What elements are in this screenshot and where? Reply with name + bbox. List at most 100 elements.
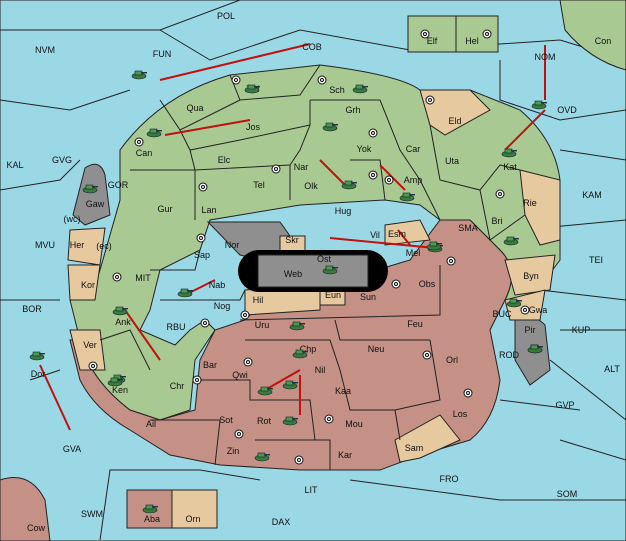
sea-label-12: MIT bbox=[135, 273, 151, 283]
army-icon[interactable] bbox=[107, 377, 123, 387]
land-label-bri: Bri bbox=[492, 216, 503, 226]
army-icon[interactable] bbox=[527, 344, 543, 354]
army-icon[interactable] bbox=[352, 84, 368, 94]
army-icon[interactable] bbox=[29, 351, 45, 361]
army-icon[interactable] bbox=[399, 192, 415, 202]
army-icon[interactable] bbox=[282, 416, 298, 426]
sea-label-1: NVM bbox=[35, 45, 55, 55]
land-label-gaw: Gaw bbox=[86, 199, 105, 209]
sea-label-7: KAL bbox=[6, 160, 23, 170]
army-icon[interactable] bbox=[257, 386, 273, 396]
land-label-mel: Mel bbox=[406, 248, 421, 258]
land-esm[interactable] bbox=[384, 219, 431, 246]
army-icon[interactable] bbox=[131, 70, 147, 80]
army-icon[interactable] bbox=[177, 288, 193, 298]
supply-center-dot bbox=[428, 98, 432, 102]
land-label-los: Los bbox=[453, 409, 468, 419]
army-icon[interactable] bbox=[142, 504, 158, 514]
land-elf[interactable] bbox=[407, 15, 457, 53]
army-icon[interactable] bbox=[322, 122, 338, 132]
land-label-chp: Chp bbox=[300, 344, 317, 354]
sea-label-3: COB bbox=[302, 42, 322, 52]
land-kor[interactable] bbox=[67, 264, 101, 301]
army-icon[interactable] bbox=[292, 349, 308, 359]
land-label-byn: Byn bbox=[523, 271, 539, 281]
army-icon[interactable] bbox=[531, 100, 547, 110]
sea-label-16: TEI bbox=[589, 255, 603, 265]
sea-label-13: RBU bbox=[166, 322, 185, 332]
land-label-ail: Ail bbox=[146, 419, 156, 429]
land-label-tel: Tel bbox=[253, 180, 265, 190]
army-icon[interactable] bbox=[254, 452, 270, 462]
supply-center-dot bbox=[485, 32, 489, 36]
land-label-lan: Lan bbox=[201, 205, 216, 215]
land-sam[interactable] bbox=[394, 414, 461, 463]
army-icon[interactable] bbox=[341, 180, 357, 190]
supply-center-dot bbox=[523, 308, 527, 312]
sea-label-20: ALT bbox=[604, 364, 620, 374]
land-label-rot: Rot bbox=[257, 416, 272, 426]
army-icon[interactable] bbox=[501, 148, 517, 158]
land-label-pir: Pir bbox=[525, 325, 536, 335]
land-gwa[interactable] bbox=[504, 289, 546, 321]
sea-label-8: GVG bbox=[52, 155, 72, 165]
sea-label-11: BOR bbox=[22, 304, 42, 314]
land-hel[interactable] bbox=[455, 15, 499, 53]
army-icon[interactable] bbox=[244, 84, 260, 94]
land-eld[interactable] bbox=[419, 89, 491, 136]
land-label-kaa: Kaa bbox=[335, 386, 351, 396]
land-web[interactable] bbox=[257, 254, 369, 288]
land-label-neu: Neu bbox=[368, 344, 385, 354]
land-label-elc: Elc bbox=[218, 155, 231, 165]
army-icon[interactable] bbox=[426, 241, 442, 251]
land-label-sam: Sam bbox=[405, 443, 424, 453]
sea-label-4: Con bbox=[595, 36, 612, 46]
army-icon[interactable] bbox=[112, 306, 128, 316]
supply-center-dot bbox=[327, 417, 331, 421]
land-label-olk: Olk bbox=[304, 181, 318, 191]
land-label-chr: Chr bbox=[170, 381, 185, 391]
land-label-esm: Esm bbox=[388, 229, 406, 239]
sea-label-2: FUN bbox=[153, 49, 172, 59]
land-label-uta: Uta bbox=[445, 156, 459, 166]
land-label-mou: Mou bbox=[345, 419, 363, 429]
land-label-nab: Nab bbox=[209, 280, 226, 290]
supply-center-dot bbox=[246, 360, 250, 364]
army-icon[interactable] bbox=[282, 380, 298, 390]
land-label-her: Her bbox=[70, 240, 85, 250]
supply-center-dot bbox=[449, 259, 453, 263]
supply-center-dot bbox=[91, 364, 95, 368]
land-rie[interactable] bbox=[519, 169, 561, 246]
land-byn[interactable] bbox=[504, 254, 556, 296]
sea-label-25: SOM bbox=[557, 489, 578, 499]
army-icon[interactable] bbox=[146, 128, 162, 138]
sea-label-22: GVA bbox=[63, 444, 81, 454]
supply-center-dot bbox=[203, 321, 207, 325]
army-icon[interactable] bbox=[506, 298, 522, 308]
land-label-jos: Jos bbox=[246, 122, 261, 132]
supply-center-dot bbox=[137, 140, 141, 144]
army-icon[interactable] bbox=[322, 265, 338, 275]
land-label-nar: Nar bbox=[294, 162, 309, 172]
land-label-orl: Orl bbox=[446, 355, 458, 365]
land-label-car: Car bbox=[406, 144, 421, 154]
land-orn[interactable] bbox=[171, 489, 218, 529]
land-label-ken: Ken bbox=[112, 385, 128, 395]
army-icon[interactable] bbox=[289, 321, 305, 331]
sea-label-17: KUP bbox=[572, 325, 591, 335]
land-label-sun: Sun bbox=[360, 292, 376, 302]
land-label-qwi: Qwi bbox=[232, 370, 248, 380]
army-icon[interactable] bbox=[82, 184, 98, 194]
land-label-nil: Nil bbox=[315, 365, 326, 375]
land-gaw[interactable] bbox=[72, 163, 111, 226]
land-ver[interactable] bbox=[69, 329, 106, 371]
land-label-hel: Hel bbox=[465, 36, 479, 46]
land-cow[interactable] bbox=[0, 477, 51, 541]
army-icon[interactable] bbox=[503, 236, 519, 246]
supply-center-dot bbox=[320, 78, 324, 82]
supply-center-dot bbox=[199, 236, 203, 240]
sea-label-29: (ec) bbox=[96, 241, 112, 251]
sea-label-26: SWM bbox=[81, 509, 103, 519]
land-label-cow: Cow bbox=[27, 523, 46, 533]
land-label-hil: Hil bbox=[253, 295, 264, 305]
